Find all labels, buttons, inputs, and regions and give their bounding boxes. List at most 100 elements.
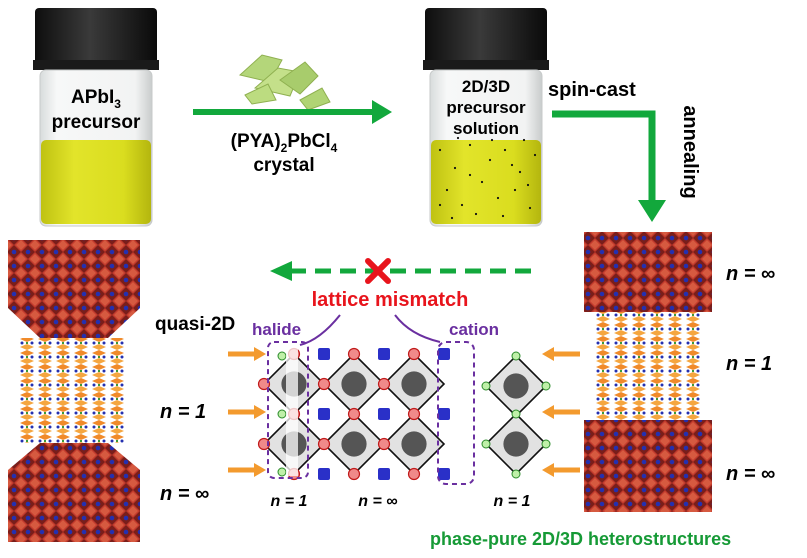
precursor-dot xyxy=(501,214,505,218)
cation-atom xyxy=(318,408,330,420)
chloride-atom xyxy=(277,351,287,361)
precursor-dot xyxy=(518,170,522,174)
halide-atom xyxy=(257,437,271,451)
halide-atom xyxy=(407,407,421,421)
right-ninf-bottom-label: n = ∞ xyxy=(726,463,775,485)
precursor-dot xyxy=(513,188,517,192)
lattice-mismatch-label: lattice mismatch xyxy=(312,289,469,311)
cation-atom xyxy=(438,468,450,480)
precursor-dot xyxy=(438,203,442,207)
vial-left xyxy=(33,8,159,227)
cross-icon xyxy=(365,258,391,284)
crystal-flakes-icon xyxy=(238,54,331,111)
quasi-2d-label: quasi-2D xyxy=(155,314,235,335)
halide-label: halide xyxy=(252,320,301,339)
spacer-arrow-head xyxy=(542,405,554,419)
spacer-arrow-head xyxy=(254,347,266,361)
precursor-dot xyxy=(468,173,472,177)
precursor-dot xyxy=(488,158,492,162)
halide-atom xyxy=(407,347,421,361)
halide-atom xyxy=(377,437,391,451)
blocked-arrow-head xyxy=(270,261,292,281)
cation-atom xyxy=(378,348,390,360)
center-n1-right-label: n = 1 xyxy=(494,493,531,510)
halide-atom xyxy=(317,437,331,451)
halide-atom xyxy=(347,407,361,421)
chloride-atom xyxy=(481,439,491,449)
chloride-atom xyxy=(511,351,521,361)
center-ninf-label: n = ∞ xyxy=(358,493,397,510)
precursor-dot xyxy=(456,136,460,140)
mix-arrow-head xyxy=(372,100,392,124)
cation-atom xyxy=(318,468,330,480)
vial-left-label-2: precursor xyxy=(52,112,141,133)
halide-atom xyxy=(257,377,271,391)
chloride-atom xyxy=(511,469,521,479)
vial-right-label-1: 2D/3D xyxy=(462,77,510,96)
vial-right xyxy=(423,8,549,227)
halide-atom xyxy=(347,347,361,361)
spin-cast-label: spin-cast xyxy=(548,79,636,101)
precursor-dot xyxy=(533,153,537,157)
precursor-dot xyxy=(528,206,532,210)
precursor-dot xyxy=(496,196,500,200)
lead-atom xyxy=(503,431,529,457)
precursor-dot xyxy=(460,203,464,207)
precursor-dot xyxy=(450,216,454,220)
spacer-arrow-head xyxy=(254,405,266,419)
halide-pointer xyxy=(299,314,341,346)
cation-pointer xyxy=(394,314,441,343)
reagent-label: (PYA)2PbCl4 xyxy=(231,131,338,155)
process-arrow xyxy=(552,110,656,205)
precursor-dot xyxy=(438,148,442,152)
chloride-atom xyxy=(541,381,551,391)
vial-left-label: APbI3 xyxy=(71,87,121,111)
chloride-atom xyxy=(277,409,287,419)
precursor-dot xyxy=(526,183,530,187)
precursor-dot xyxy=(522,138,526,142)
precursor-dot xyxy=(503,148,507,152)
lead-atom xyxy=(401,431,427,457)
halide-atom xyxy=(407,467,421,481)
chloride-atom xyxy=(511,409,521,419)
cation-atom xyxy=(438,348,450,360)
highlight-strip xyxy=(286,346,298,476)
chloride-atom xyxy=(541,439,551,449)
right-heterostructure xyxy=(584,232,712,512)
precursor-dot xyxy=(453,166,457,170)
spacer-arrow-head xyxy=(542,463,554,477)
chloride-atom xyxy=(277,467,287,477)
lead-atom xyxy=(341,371,367,397)
reagent-label-2: crystal xyxy=(253,155,314,176)
precursor-dot xyxy=(445,188,449,192)
caption: phase-pure 2D/3D heterostructures xyxy=(430,529,731,549)
center-n1-left-label: n = 1 xyxy=(271,493,308,510)
cation-atom xyxy=(438,408,450,420)
lattice-schematic xyxy=(257,346,551,481)
cation-atom xyxy=(378,408,390,420)
left-ninf-label: n = ∞ xyxy=(160,483,209,505)
chloride-atom xyxy=(481,381,491,391)
orange-arrows xyxy=(228,347,580,477)
vial-right-label-2: precursor xyxy=(446,98,526,117)
halide-atom xyxy=(317,377,331,391)
right-n1-label: n = 1 xyxy=(726,353,772,375)
halide-box xyxy=(267,341,309,479)
vial-right-label-3: solution xyxy=(453,119,519,138)
cation-atom xyxy=(378,468,390,480)
halide-atom xyxy=(377,377,391,391)
lead-atom xyxy=(341,431,367,457)
spacer-arrow-head xyxy=(254,463,266,477)
left-heterostructure xyxy=(8,240,140,542)
lead-atom xyxy=(503,373,529,399)
left-n1-label: n = 1 xyxy=(160,401,206,423)
precursor-dot xyxy=(468,143,472,147)
cation-box xyxy=(437,341,475,485)
halide-atom xyxy=(347,467,361,481)
precursor-dot xyxy=(480,180,484,184)
precursor-dot xyxy=(510,163,514,167)
precursor-dot xyxy=(474,212,478,216)
cation-atom xyxy=(318,348,330,360)
right-ninf-top-label: n = ∞ xyxy=(726,263,775,285)
